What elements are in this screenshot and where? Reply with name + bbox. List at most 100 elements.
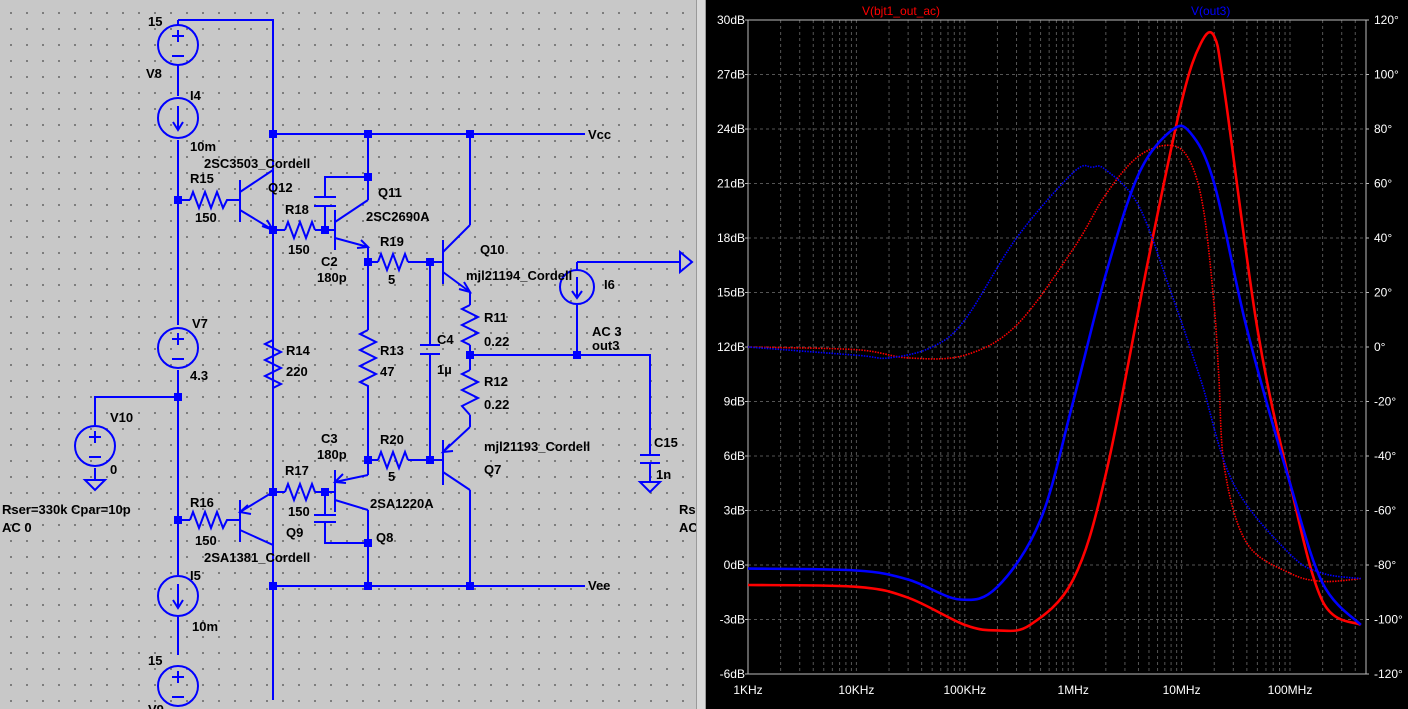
q9-label: Q9	[286, 525, 303, 540]
y2-tick-label: 100°	[1374, 68, 1399, 82]
y-tick-label: -3dB	[720, 613, 745, 627]
q10-model: mjl21194_Cordell	[466, 268, 572, 283]
trace-v-bjt1-out-ac-magnitude[interactable]	[747, 30, 1362, 633]
c3-label: C3	[321, 431, 338, 446]
voltage-source-v9[interactable]	[157, 665, 199, 707]
resistor-r15	[189, 189, 230, 211]
y-tick-label: -6dB	[720, 667, 745, 681]
y2-tick-label: 40°	[1374, 231, 1392, 245]
r16-value: 150	[195, 533, 217, 548]
schematic-editor[interactable]: 15 V8 I4 10m 2SC3503_Cordell Q12 R15 150…	[0, 0, 696, 709]
v9-label: V9	[148, 702, 164, 709]
q11-model: 2SC2690A	[366, 209, 430, 224]
schematic-canvas[interactable]: 15 V8 I4 10m 2SC3503_Cordell Q12 R15 150…	[0, 0, 696, 709]
c15-label: C15	[654, 435, 678, 450]
y-tick-label: 9dB	[724, 395, 745, 409]
transistor-q9	[332, 470, 369, 512]
rs-cut-label: Rs	[679, 502, 696, 517]
q10-label: Q10	[480, 242, 505, 257]
r12-value: 0.22	[484, 397, 509, 412]
ac-label: AC 3	[592, 324, 622, 339]
resistor-r14	[262, 339, 284, 389]
r19-label: R19	[380, 234, 404, 249]
x-tick-label: 100KHz	[943, 683, 986, 697]
y2-tick-label: 80°	[1374, 122, 1392, 136]
v7-label: V7	[192, 316, 208, 331]
y-tick-label: 12dB	[717, 340, 745, 354]
c4-label: C4	[437, 332, 454, 347]
voltage-source-v8[interactable]	[157, 24, 199, 66]
voltage-source-v10[interactable]	[74, 425, 116, 467]
capacitor-c15	[640, 454, 660, 470]
y2-tick-label: 120°	[1374, 13, 1399, 27]
y-tick-label: 18dB	[717, 231, 745, 245]
v8-value: 15	[148, 14, 162, 29]
q8-label: Q8	[376, 530, 393, 545]
r20-value: 5	[388, 469, 395, 484]
transistors[interactable]	[237, 169, 473, 586]
legend-trace-out3[interactable]: V(out3)	[1191, 4, 1230, 18]
trace-v-bjt1-out-ac-phase[interactable]	[747, 144, 1361, 583]
trace-v-out3-magnitude[interactable]	[747, 124, 1362, 626]
resistor-r12	[459, 369, 481, 416]
vee-label: Vee	[588, 578, 610, 593]
transistor-q11	[334, 199, 371, 250]
x-tick-label: 1MHz	[1058, 683, 1089, 697]
c4-value: 1µ	[437, 362, 452, 377]
transistor-q10	[442, 224, 473, 294]
capacitor-c4	[420, 344, 440, 362]
plot-grid	[747, 19, 1366, 675]
c15-value: 1n	[656, 467, 671, 482]
capacitor-c3	[314, 514, 336, 530]
r15-value: 150	[195, 210, 217, 225]
y2-tick-label: -20°	[1374, 395, 1396, 409]
resistor-r18	[284, 219, 316, 241]
resistor-r19	[377, 251, 409, 273]
resistor-r11	[459, 304, 481, 346]
rser-param: Rser=330k Cpar=10p	[2, 502, 131, 517]
y2-tick-label: 60°	[1374, 177, 1392, 191]
i4-value: 10m	[190, 139, 216, 154]
y2-tick-label: -80°	[1374, 558, 1396, 572]
ac-cut-label: AC	[679, 520, 696, 535]
y-tick-label: 3dB	[724, 504, 745, 518]
x-tick-label: 100MHz	[1268, 683, 1313, 697]
r18-label: R18	[285, 202, 309, 217]
i5-value: 10m	[192, 619, 218, 634]
current-source-i5[interactable]	[157, 575, 199, 617]
resistor-r17	[284, 481, 316, 503]
pane-splitter[interactable]	[696, 0, 706, 709]
y2-tick-label: -100°	[1374, 613, 1403, 627]
q-bottom-model: 2SA1381_Cordell	[204, 550, 310, 565]
y2-tick-label: 0°	[1374, 340, 1386, 354]
x-tick-label: 10KHz	[838, 683, 874, 697]
q7-label: Q7	[484, 462, 501, 477]
q8-model: 2SA1220A	[370, 496, 434, 511]
voltage-source-v7[interactable]	[157, 327, 199, 369]
bode-plot[interactable]: 30dB27dB24dB21dB18dB15dB12dB9dB6dB3dB0dB…	[706, 0, 1408, 709]
r14-value: 220	[286, 364, 308, 379]
current-source-i4[interactable]	[157, 97, 199, 139]
transistor-q12	[239, 169, 276, 232]
ac0-param: AC 0	[2, 520, 32, 535]
capacitors[interactable]	[314, 196, 660, 530]
r17-label: R17	[285, 463, 309, 478]
resistors[interactable]	[189, 189, 481, 531]
v9-value: 15	[148, 653, 162, 668]
y-tick-label: 24dB	[717, 122, 745, 136]
x-tick-label: 1KHz	[733, 683, 762, 697]
legend-trace-bjt1-out-ac[interactable]: V(bjt1_out_ac)	[862, 4, 940, 18]
current-source-i6[interactable]	[559, 269, 595, 305]
vcc-label: Vcc	[588, 127, 611, 142]
i6-label: I6	[604, 277, 615, 292]
capacitor-c2	[314, 196, 336, 216]
trace-v-out3-phase[interactable]	[747, 164, 1361, 580]
q12-label: Q12	[268, 180, 293, 195]
wires	[94, 19, 680, 700]
y2-tick-label: 20°	[1374, 286, 1392, 300]
y-tick-label: 6dB	[724, 449, 745, 463]
v8-label: V8	[146, 66, 162, 81]
r14-label: R14	[286, 343, 311, 358]
